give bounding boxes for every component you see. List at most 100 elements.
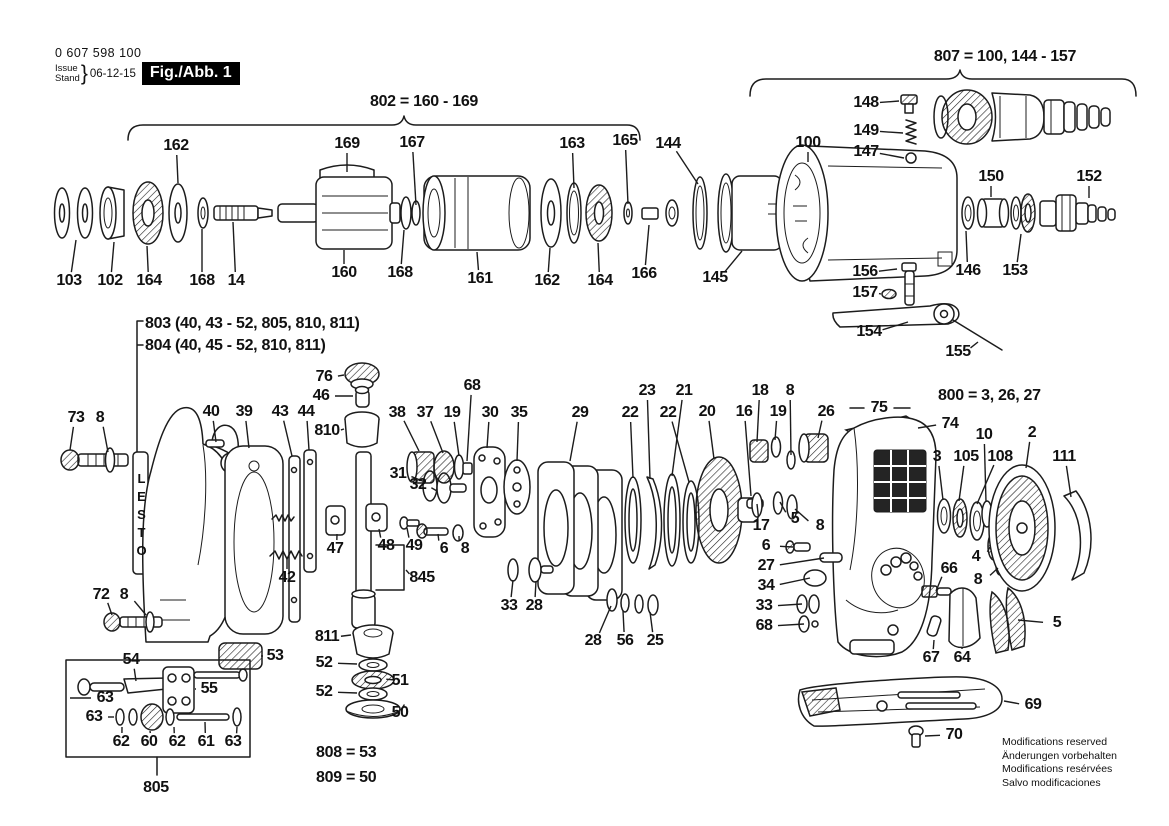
part-label-6: 6 xyxy=(761,537,771,554)
leader-line xyxy=(69,426,75,451)
part-label-150: 150 xyxy=(978,168,1004,185)
part-label-8: 8 xyxy=(815,517,825,534)
part-label-30: 30 xyxy=(481,404,499,421)
leader-line xyxy=(232,221,236,273)
leader-lines xyxy=(69,100,1090,737)
group-label: 804 (40, 45 - 52, 810, 811) xyxy=(145,337,326,354)
part-label-146: 146 xyxy=(955,262,981,279)
part-label-63: 63 xyxy=(85,708,103,725)
issue-row: Issue Stand } 06-12-15 Fig./Abb. 1 xyxy=(55,62,240,85)
group-label: 809 = 50 xyxy=(316,769,377,786)
leader-line xyxy=(1017,619,1044,624)
part-label-61: 61 xyxy=(197,733,215,750)
leader-line xyxy=(756,503,760,518)
part-label-162: 162 xyxy=(534,272,560,289)
part-label-37: 37 xyxy=(416,404,434,421)
leader-line xyxy=(110,241,115,273)
leader-line xyxy=(879,130,904,134)
part-label-44: 44 xyxy=(297,403,315,420)
part-label-67: 67 xyxy=(922,649,940,666)
leader-line xyxy=(708,420,715,460)
part-label-47: 47 xyxy=(326,540,344,557)
part-label-8: 8 xyxy=(460,540,470,557)
leader-line xyxy=(938,465,944,501)
part-label-149: 149 xyxy=(853,122,879,139)
part-label-14: 14 xyxy=(227,272,245,289)
part-label-68: 68 xyxy=(755,617,773,634)
part-label-105: 105 xyxy=(953,448,979,465)
leader-line xyxy=(629,421,634,479)
part-label-155: 155 xyxy=(945,343,971,360)
part-label-76: 76 xyxy=(315,368,333,385)
part-label-152: 152 xyxy=(1076,168,1102,185)
leader-line xyxy=(644,224,650,266)
part-label-42: 42 xyxy=(278,569,296,586)
part-label-20: 20 xyxy=(698,403,716,420)
stand-label: Stand xyxy=(55,72,80,84)
part-label-147: 147 xyxy=(853,143,879,160)
part-label-102: 102 xyxy=(97,272,123,289)
part-label-35: 35 xyxy=(510,404,528,421)
part-label-62: 62 xyxy=(112,733,130,750)
leader-line xyxy=(437,533,440,541)
leader-line xyxy=(879,100,900,104)
leader-line xyxy=(671,399,683,477)
leader-line xyxy=(337,374,345,377)
part-label-811: 811 xyxy=(314,628,340,645)
part-label-22: 22 xyxy=(621,404,639,421)
part-label-8: 8 xyxy=(119,586,129,603)
part-label-64: 64 xyxy=(953,649,971,666)
leader-line xyxy=(430,487,438,492)
part-label-157: 157 xyxy=(852,284,878,301)
leader-line xyxy=(789,399,792,456)
part-label-21: 21 xyxy=(675,382,693,399)
part-label-8: 8 xyxy=(95,409,105,426)
leader-line xyxy=(400,229,405,265)
leader-line xyxy=(337,662,358,665)
part-label-51: 51 xyxy=(391,672,409,689)
leader-line xyxy=(597,242,600,273)
leader-line xyxy=(817,420,823,439)
leader-line xyxy=(212,420,217,443)
leader-line xyxy=(724,250,743,273)
figure-label: Fig./Abb. 1 xyxy=(141,62,240,85)
part-label-108: 108 xyxy=(987,448,1013,465)
leader-line xyxy=(486,421,490,449)
part-label-56: 56 xyxy=(616,632,634,649)
leader-line xyxy=(70,239,77,273)
leader-line xyxy=(989,567,999,576)
part-label-100: 100 xyxy=(795,134,821,151)
part-label-62: 62 xyxy=(168,733,186,750)
brace-glyph: } xyxy=(80,61,88,85)
leader-line xyxy=(340,634,352,637)
leader-line xyxy=(516,421,520,462)
leader-line xyxy=(430,420,444,454)
leader-line xyxy=(879,152,905,159)
part-label-153: 153 xyxy=(1002,262,1028,279)
part-label-38: 38 xyxy=(388,404,406,421)
part-label-165: 165 xyxy=(612,132,638,149)
part-label-63: 63 xyxy=(96,689,114,706)
part-label-810: 810 xyxy=(314,422,340,439)
leader-line xyxy=(598,605,612,634)
leader-line xyxy=(744,420,752,497)
leader-line xyxy=(133,600,147,616)
leader-line xyxy=(671,421,690,483)
part-label-74: 74 xyxy=(941,415,959,432)
leader-line xyxy=(882,321,909,331)
leader-line xyxy=(965,230,969,263)
leader-line xyxy=(306,420,310,451)
issue-label: Issue xyxy=(55,63,78,74)
part-label-145: 145 xyxy=(702,269,728,286)
part-label-8: 8 xyxy=(973,571,983,588)
part-label-39: 39 xyxy=(235,403,253,420)
part-label-43: 43 xyxy=(271,403,289,420)
part-label-164: 164 xyxy=(587,272,613,289)
leader-line xyxy=(569,421,578,462)
leader-line xyxy=(534,580,537,598)
part-label-23: 23 xyxy=(638,382,656,399)
part-label-164: 164 xyxy=(136,272,162,289)
leader-line xyxy=(245,420,250,449)
leader-line xyxy=(976,464,995,505)
